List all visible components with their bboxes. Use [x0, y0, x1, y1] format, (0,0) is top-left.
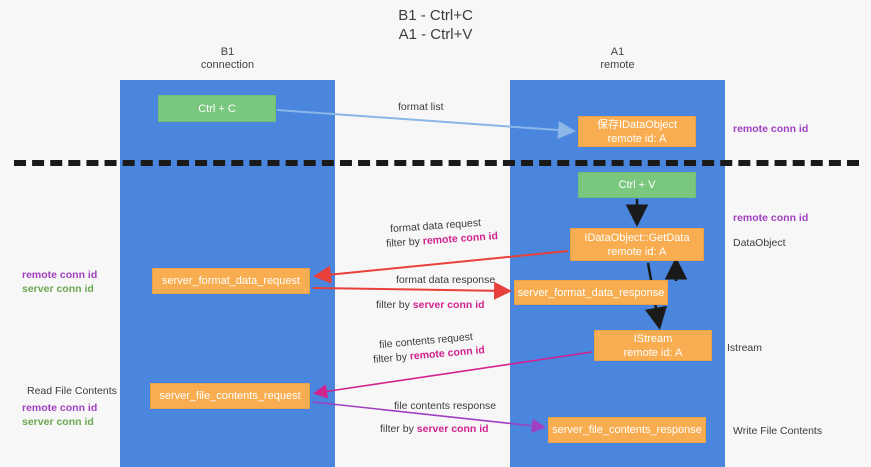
title-line-1: B1 - Ctrl+C: [398, 7, 473, 24]
node-idataobject-getdata[interactable]: IDataObject::GetData remote id: A: [570, 228, 704, 261]
filter-prefix-3: filter by: [372, 350, 411, 366]
node-idataobject[interactable]: 保存IDataObject remote id: A: [578, 116, 696, 147]
annotation-remote-conn-id-top: remote conn id: [733, 123, 809, 135]
annotation-write-file-contents: Write File Contents: [733, 425, 823, 437]
node-getdata-subtitle: remote id: A: [607, 245, 667, 258]
title-line-2: A1 - Ctrl+V: [398, 26, 473, 43]
phase-divider: [14, 160, 859, 166]
swimlane-b1-sub: connection: [200, 59, 255, 71]
node-server-file-contents-request[interactable]: server_file_contents_request: [150, 383, 310, 409]
annotation-dataobject: DataObject: [733, 237, 786, 249]
node-server-file-contents-response-label: server_file_contents_response: [552, 424, 702, 436]
edge-label-file-contents-response: file contents response: [394, 400, 497, 412]
node-ctrl-c[interactable]: Ctrl + C: [158, 95, 276, 122]
node-server-file-contents-response[interactable]: server_file_contents_response: [548, 417, 706, 443]
node-server-format-data-response[interactable]: server_format_data_response: [514, 280, 668, 305]
edge-label-format-data-response: format data response: [396, 274, 496, 286]
node-istream-subtitle: remote id: A: [623, 346, 683, 359]
legend-remote-conn-id-top: remote conn id: [22, 269, 98, 281]
node-istream[interactable]: IStream remote id: A: [594, 330, 712, 361]
swimlane-header-b1: B1 connection: [120, 46, 335, 72]
edge-label-format-list: format list: [398, 101, 444, 113]
swimlane-header-a1: A1 remote: [510, 46, 725, 72]
filter-prefix-4: filter by: [380, 423, 417, 435]
node-getdata-title: IDataObject::GetData: [584, 231, 690, 244]
annotation-conn-id-legend-bottom: remote conn id server conn id: [22, 401, 97, 429]
node-server-format-data-request[interactable]: server_format_data_request: [152, 268, 310, 294]
filter-prefix-1: filter by: [385, 235, 424, 250]
node-idataobject-subtitle: remote id: A: [607, 132, 667, 145]
swimlane-a1-sub: remote: [600, 59, 635, 71]
node-server-format-data-request-label: server_format_data_request: [161, 275, 301, 287]
token-server-conn-id-1: server conn id: [412, 299, 485, 311]
node-istream-title: IStream: [633, 332, 673, 345]
edge-label-filter-server-1: filter by server conn id: [376, 298, 485, 312]
legend-server-conn-id-bottom: server conn id: [22, 416, 94, 428]
annotation-read-file-contents: Read File Contents: [27, 385, 117, 397]
page-title: B1 - Ctrl+C A1 - Ctrl+V: [0, 6, 871, 44]
legend-remote-conn-id-bottom: remote conn id: [22, 402, 98, 414]
node-idataobject-title: 保存IDataObject: [596, 118, 678, 131]
node-ctrl-c-label: Ctrl + C: [198, 102, 236, 115]
filter-prefix-2: filter by: [376, 299, 413, 311]
node-ctrl-v[interactable]: Ctrl + V: [578, 172, 696, 198]
swimlane-a1-name: A1: [610, 46, 625, 58]
node-server-format-data-response-label: server_format_data_response: [517, 286, 665, 299]
token-server-conn-id-2: server conn id: [416, 423, 489, 435]
edge-label-filter-server-2: filter by server conn id: [380, 422, 489, 436]
node-ctrl-v-label: Ctrl + V: [618, 179, 656, 191]
legend-server-conn-id-top: server conn id: [22, 283, 94, 295]
annotation-istream: Istream: [727, 342, 763, 354]
node-server-file-contents-request-label: server_file_contents_request: [159, 390, 301, 402]
token-remote-conn-id-1: remote conn id: [422, 230, 499, 248]
annotation-conn-id-legend-top: remote conn id server conn id: [22, 268, 97, 296]
swimlane-b1-name: B1: [220, 46, 235, 58]
annotation-remote-conn-id-mid: remote conn id: [733, 212, 809, 224]
